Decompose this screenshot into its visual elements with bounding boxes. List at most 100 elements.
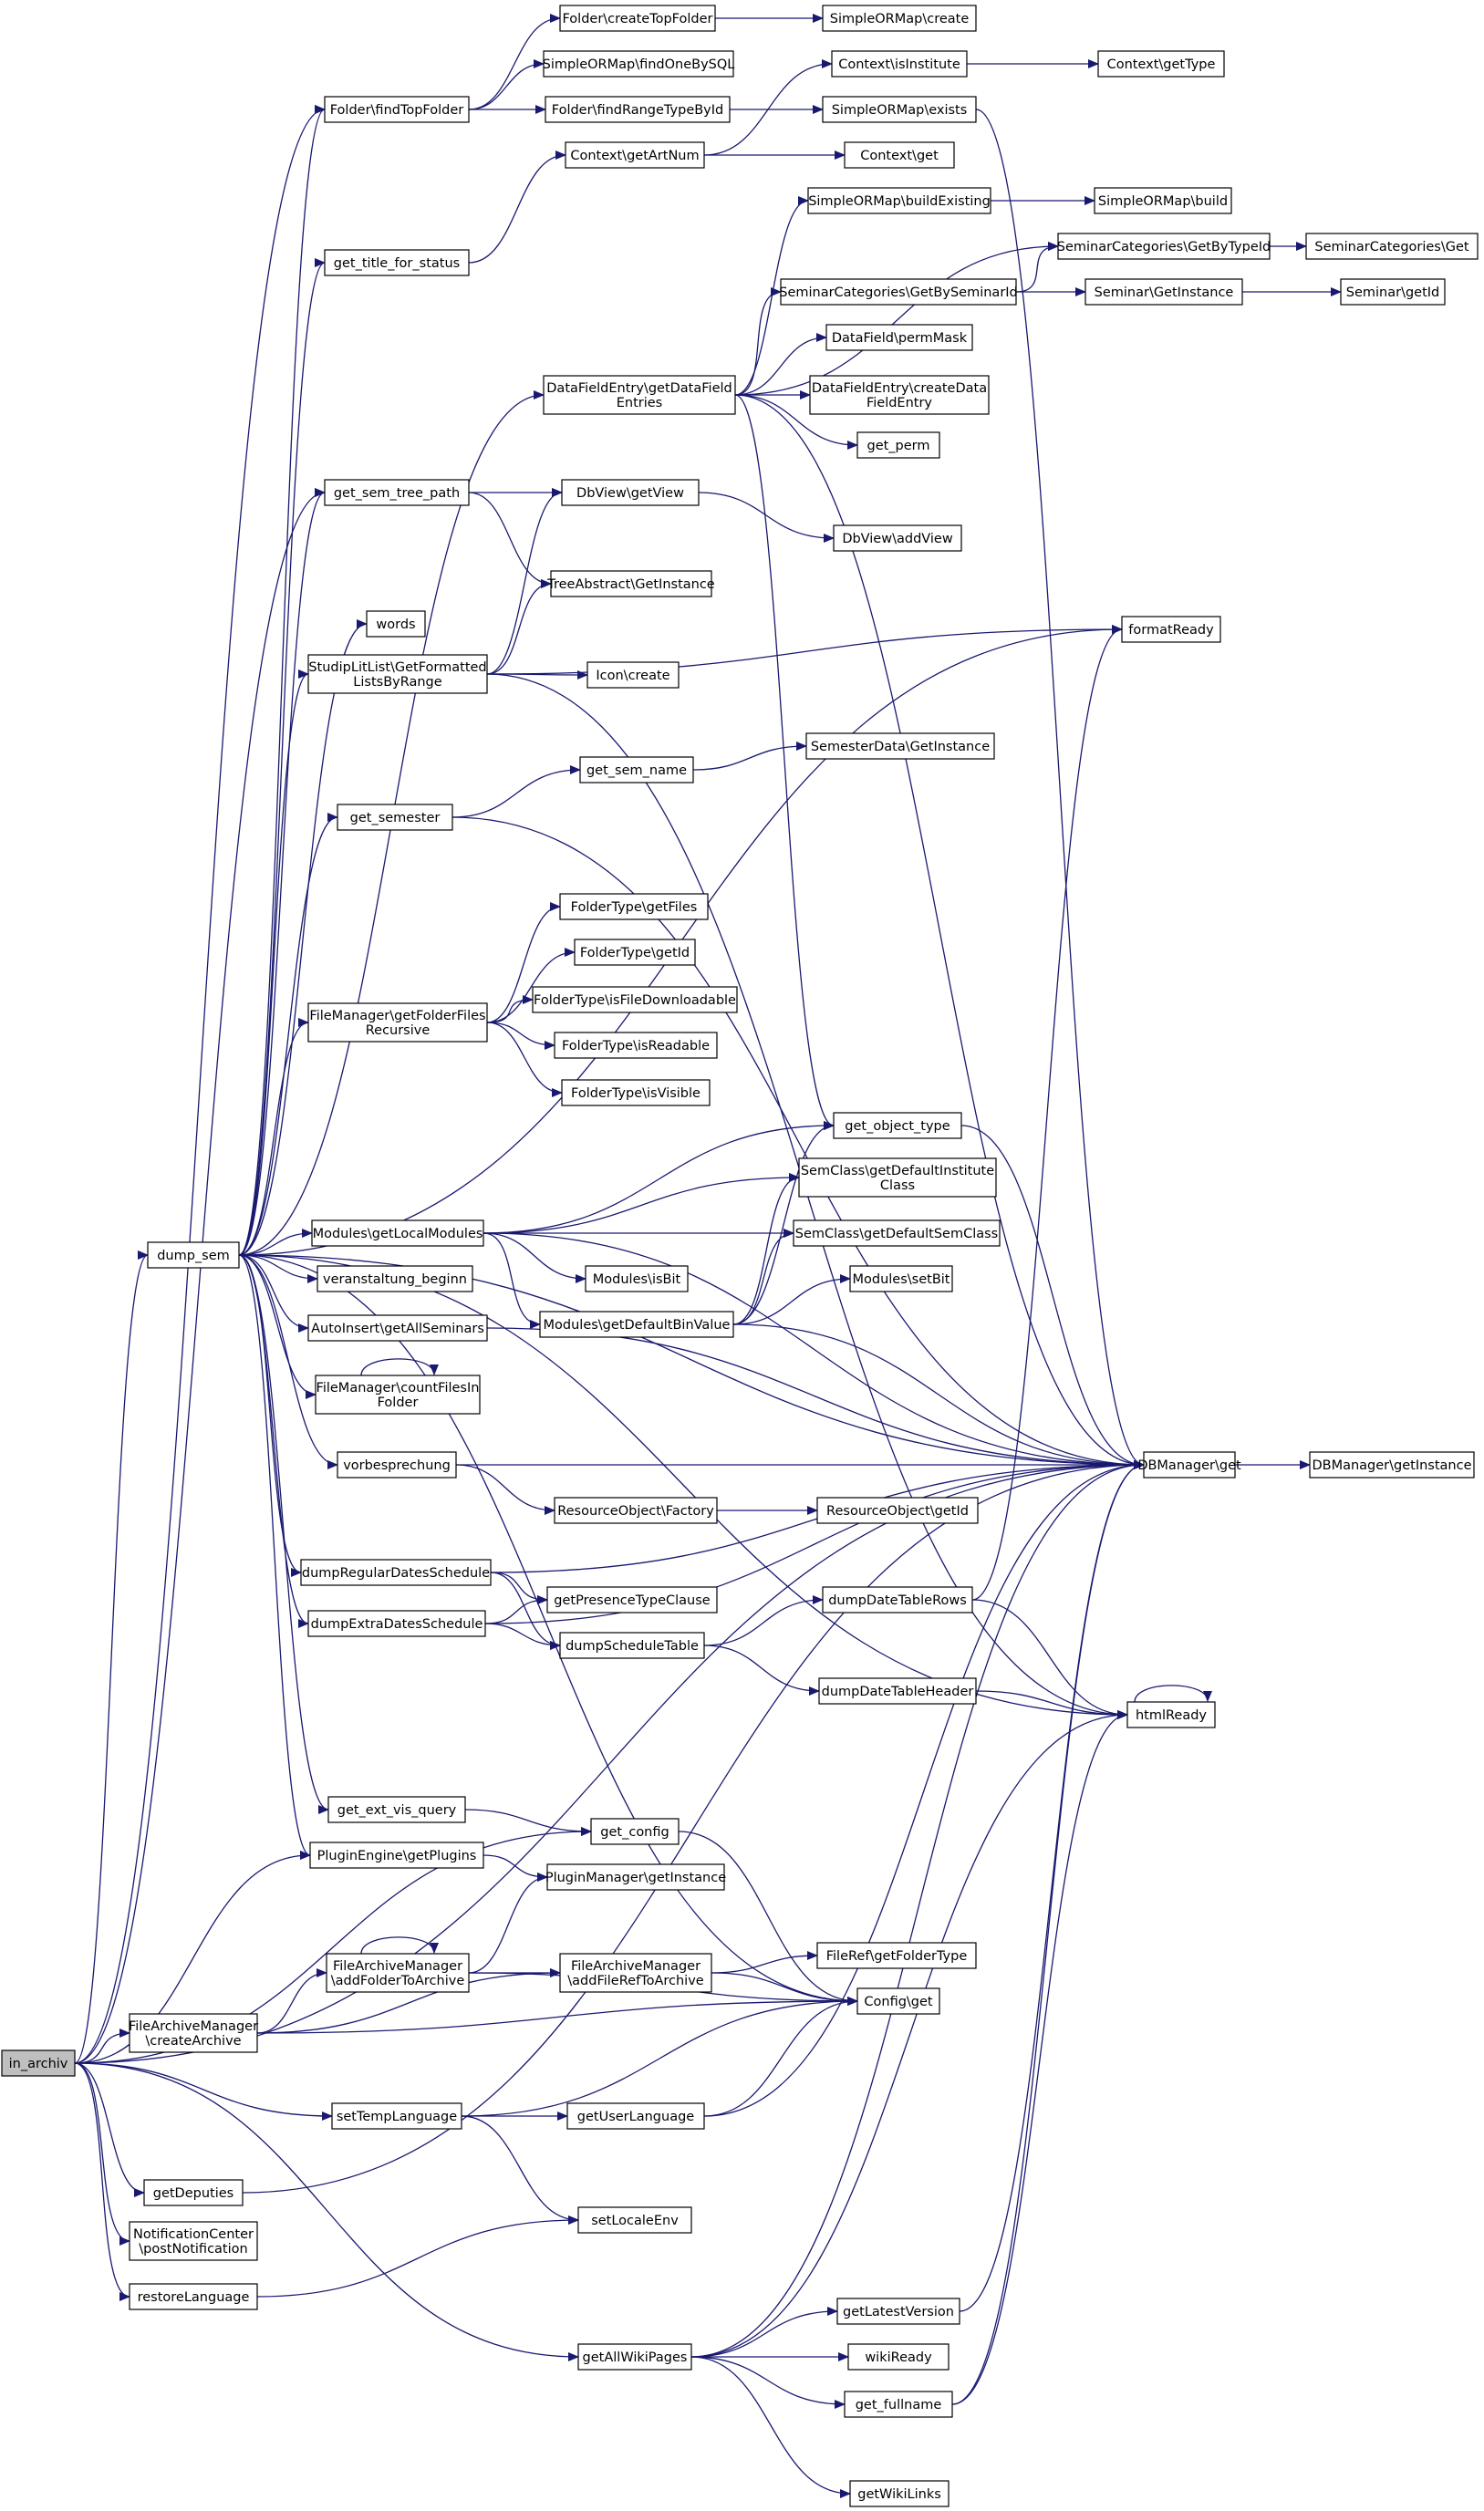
node-get-all-wiki-pages[interactable]: getAllWikiPages bbox=[577, 2343, 692, 2371]
edge-modules-get-default-bin-value-to-modules-set-bit bbox=[732, 1274, 851, 1325]
node-dump-date-table-rows[interactable]: dumpDateTableRows bbox=[822, 1586, 973, 1613]
node-get-wiki-links[interactable]: getWikiLinks bbox=[849, 2480, 950, 2507]
node-sormbuild-existing[interactable]: SimpleORMap\buildExisting bbox=[807, 187, 991, 214]
node-sem-class-get-default-sem-class[interactable]: SemClass\getDefaultSemClass bbox=[793, 1219, 1001, 1247]
node-famadd-folder-to-archive[interactable]: FileArchiveManager\addFolderToArchive bbox=[326, 1953, 470, 1993]
node-dump-sem[interactable]: dump_sem bbox=[147, 1241, 240, 1269]
node-auto-insert-get-all-seminars[interactable]: AutoInsert\getAllSeminars bbox=[307, 1314, 488, 1342]
edges-layer bbox=[74, 14, 1342, 2498]
node-seminar-get-id[interactable]: Seminar\getId bbox=[1340, 278, 1446, 306]
node-box bbox=[143, 2179, 244, 2206]
node-resource-object-get-id[interactable]: ResourceObject\getId bbox=[816, 1497, 979, 1524]
node-folder-type-get-files[interactable]: FolderType\getFiles bbox=[559, 893, 709, 920]
node-tree-abstract-get-instance[interactable]: TreeAbstract\GetInstance bbox=[546, 570, 715, 597]
node-box bbox=[554, 1497, 718, 1524]
node-dump-regular-dates-schedule[interactable]: dumpRegularDatesSchedule bbox=[300, 1559, 492, 1586]
node-set-temp-language[interactable]: setTempLanguage bbox=[331, 2102, 462, 2130]
node-folder-type-is-visible[interactable]: FolderType\isVisible bbox=[561, 1079, 711, 1106]
node-get-perm[interactable]: get_perm bbox=[856, 431, 940, 459]
node-sem-cat-get-by-seminar-id[interactable]: SeminarCategories\GetBySeminarId bbox=[779, 278, 1018, 306]
node-ctx-get-art-num[interactable]: Context\getArtNum bbox=[565, 141, 705, 169]
node-box bbox=[561, 479, 700, 506]
node-dbmanager-get-instance[interactable]: DBManager\getInstance bbox=[1309, 1451, 1475, 1479]
node-words[interactable]: words bbox=[366, 610, 426, 638]
node-seminar-get-instance[interactable]: Seminar\GetInstance bbox=[1084, 278, 1243, 306]
node-get-user-language[interactable]: getUserLanguage bbox=[566, 2102, 705, 2130]
node-icon-create[interactable]: Icon\create bbox=[586, 661, 680, 689]
node-folder-type-is-file-downloadable[interactable]: FolderType\isFileDownloadable bbox=[532, 986, 738, 1013]
node-box bbox=[559, 5, 716, 32]
node-get-semester[interactable]: get_semester bbox=[337, 804, 453, 831]
node-file-ref-get-folder-type[interactable]: FileRef\getFolderType bbox=[816, 1942, 977, 1969]
node-ctx-is-institute[interactable]: Context\isInstitute bbox=[831, 50, 968, 78]
node-wiki-ready[interactable]: wikiReady bbox=[847, 2343, 950, 2371]
node-ctx-get-type[interactable]: Context\getType bbox=[1097, 50, 1225, 78]
node-get-sem-tree-path[interactable]: get_sem_tree_path bbox=[324, 479, 470, 506]
node-config-get[interactable]: Config\get bbox=[856, 1987, 940, 2015]
node-in-archiv[interactable]: in_archiv bbox=[1, 2049, 76, 2077]
node-folder-create-top[interactable]: Folder\createTopFolder bbox=[559, 5, 716, 32]
node-sem-cat-get[interactable]: SeminarCategories\Get bbox=[1305, 233, 1479, 260]
edge-dump-sem-to-auto-insert-get-all-seminars bbox=[238, 1254, 309, 1333]
edge-in-archiv-to-dump-sem bbox=[74, 1250, 149, 2064]
node-data-field-perm-mask[interactable]: DataField\permMask bbox=[825, 324, 973, 351]
node-html-ready[interactable]: htmlReady bbox=[1126, 1701, 1216, 1728]
node-get-sem-name[interactable]: get_sem_name bbox=[579, 756, 694, 783]
node-sormexists[interactable]: SimpleORMap\exists bbox=[822, 96, 977, 123]
node-box bbox=[798, 1157, 997, 1198]
node-vorbesprechung[interactable]: vorbesprechung bbox=[337, 1451, 457, 1479]
node-plugin-manager-get-instance[interactable]: PluginManager\getInstance bbox=[545, 1863, 726, 1891]
node-folder-find-range[interactable]: Folder\findRangeTypeById bbox=[545, 96, 731, 123]
node-label: get_sem_tree_path bbox=[334, 486, 460, 501]
node-format-ready[interactable]: formatReady bbox=[1121, 616, 1221, 643]
node-box bbox=[793, 1219, 1001, 1247]
node-get-object-type[interactable]: get_object_type bbox=[833, 1112, 962, 1139]
node-ctx-get[interactable]: Context\get bbox=[844, 141, 955, 169]
node-box bbox=[849, 2480, 950, 2507]
node-resource-object-factory[interactable]: ResourceObject\Factory bbox=[554, 1497, 718, 1524]
node-modules-set-bit[interactable]: Modules\setBit bbox=[849, 1265, 953, 1292]
node-semester-data-get-instance[interactable]: SemesterData\GetInstance bbox=[805, 732, 995, 760]
node-dbmanager-get[interactable]: DBManager\get bbox=[1137, 1451, 1241, 1479]
node-get-config[interactable]: get_config bbox=[590, 1818, 680, 1845]
node-sormbuild[interactable]: SimpleORMap\build bbox=[1094, 187, 1232, 214]
edge-in-archiv-to-plugin-engine-get-plugins bbox=[74, 1851, 311, 2064]
node-folder-find-top[interactable]: Folder\findTopFolder bbox=[324, 96, 470, 123]
node-restore-language[interactable]: restoreLanguage bbox=[129, 2283, 258, 2310]
node-get-ext-vis-query[interactable]: get_ext_vis_query bbox=[327, 1796, 466, 1823]
node-modules-get-default-bin-value[interactable]: Modules\getDefaultBinValue bbox=[539, 1311, 734, 1338]
node-db-view-get-view[interactable]: DbView\getView bbox=[561, 479, 700, 506]
node-set-locale-env[interactable]: setLocaleEnv bbox=[577, 2206, 692, 2234]
node-sormfind-one-by-sql[interactable]: SimpleORMap\findOneBySQL bbox=[543, 50, 735, 78]
node-notification-center-post[interactable]: NotificationCenter\postNotification bbox=[129, 2221, 258, 2261]
node-label: get_title_for_status bbox=[334, 256, 460, 271]
node-dump-schedule-table[interactable]: dumpScheduleTable bbox=[559, 1632, 705, 1659]
node-modules-is-bit[interactable]: Modules\isBit bbox=[585, 1265, 689, 1292]
node-famcreate-archive[interactable]: FileArchiveManager\createArchive bbox=[129, 2013, 258, 2053]
node-get-latest-version[interactable]: getLatestVersion bbox=[836, 2298, 960, 2325]
node-get-fullname[interactable]: get_fullname bbox=[844, 2391, 953, 2418]
node-get-title-for-status[interactable]: get_title_for_status bbox=[324, 249, 470, 276]
node-get-presence-type-clause[interactable]: getPresenceTypeClause bbox=[546, 1586, 718, 1613]
node-folder-type-get-id[interactable]: FolderType\getId bbox=[574, 939, 696, 966]
node-label: DBManager\getInstance bbox=[1312, 1458, 1471, 1473]
node-sormcreate[interactable]: SimpleORMap\create bbox=[822, 5, 977, 32]
node-dump-date-table-header[interactable]: dumpDateTableHeader bbox=[818, 1677, 977, 1705]
node-db-view-add-view[interactable]: DbView\addView bbox=[833, 524, 962, 552]
node-get-deputies[interactable]: getDeputies bbox=[143, 2179, 244, 2206]
node-label: NotificationCenter bbox=[133, 2227, 254, 2242]
node-dump-extra-dates-schedule[interactable]: dumpExtraDatesSchedule bbox=[307, 1610, 486, 1637]
node-famadd-file-ref-to-archive[interactable]: FileArchiveManager\addFileRefToArchive bbox=[559, 1953, 712, 1993]
node-folder-type-is-readable[interactable]: FolderType\isReadable bbox=[554, 1032, 718, 1059]
node-veranstaltung-beginn[interactable]: veranstaltung_beginn bbox=[317, 1265, 473, 1292]
node-modules-get-local-modules[interactable]: Modules\getLocalModules bbox=[311, 1219, 484, 1247]
node-box bbox=[836, 2298, 960, 2325]
node-plugin-engine-get-plugins[interactable]: PluginEngine\getPlugins bbox=[309, 1842, 484, 1869]
node-sem-cat-get-by-type-id[interactable]: SeminarCategories\GetByTypeId bbox=[1057, 233, 1271, 260]
